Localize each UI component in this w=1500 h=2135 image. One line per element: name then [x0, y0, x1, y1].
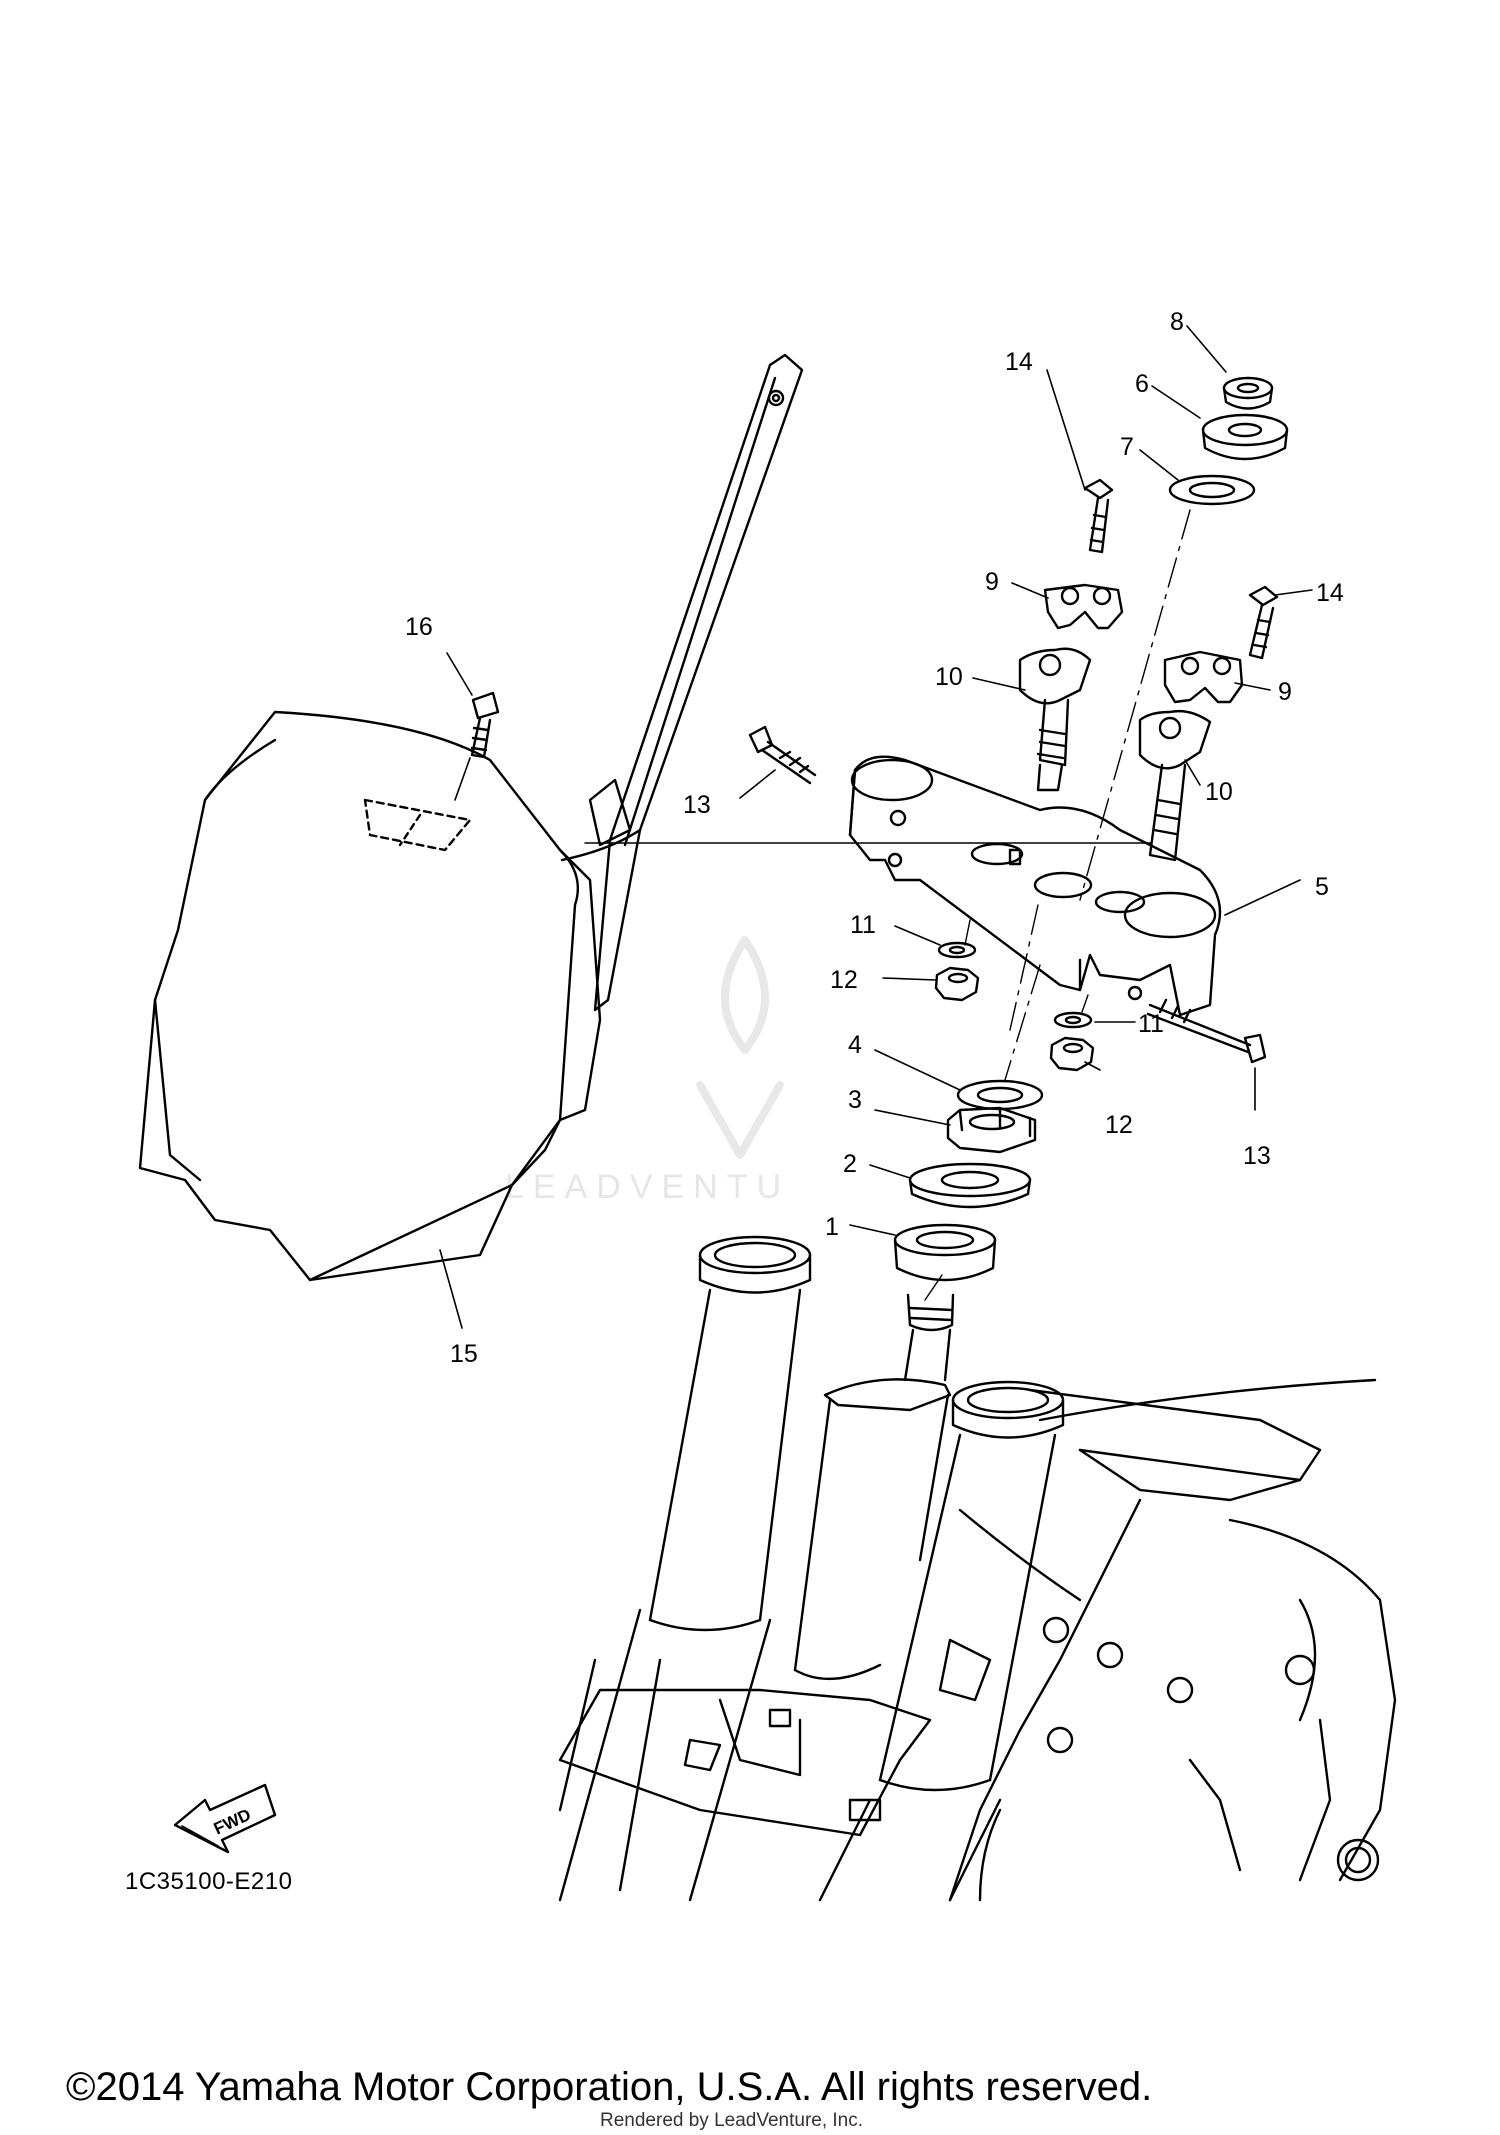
callout-13-right: 13 [1243, 1142, 1271, 1170]
callout-2: 2 [843, 1150, 857, 1178]
callout-5: 5 [1315, 873, 1329, 901]
callout-10-right: 10 [1205, 778, 1233, 806]
fork-tube-left [558, 1235, 812, 1902]
callout-16: 16 [405, 613, 433, 641]
callout-12-right: 12 [1105, 1111, 1133, 1139]
callout-14-left: 14 [1005, 348, 1033, 376]
watermark-logo [696, 936, 784, 1159]
nut-8 [1222, 376, 1274, 410]
callout-3: 3 [848, 1086, 862, 1114]
leader-lines [439, 325, 1313, 1329]
ring-nut-3 [946, 1106, 1037, 1154]
callout-15: 15 [450, 1340, 478, 1368]
washer-4 [956, 1079, 1044, 1111]
callout-9-left: 9 [985, 568, 999, 596]
copyright-text: ©2014 Yamaha Motor Corporation, U.S.A. A… [66, 2065, 1153, 2109]
callout-8: 8 [1170, 308, 1184, 336]
callout-6: 6 [1135, 370, 1149, 398]
number-plate-15 [138, 710, 602, 1282]
nut-12-left [934, 966, 980, 1002]
washer-11-left [937, 941, 977, 959]
callout-1: 1 [825, 1213, 839, 1241]
diagram-code: 1C35100-E210 [125, 1868, 293, 1895]
steering-stem [793, 1293, 955, 1680]
washer-7 [1168, 474, 1256, 506]
bolt-16 [470, 691, 500, 759]
bolt-14-left [1083, 478, 1114, 554]
callout-11-left: 11 [850, 911, 876, 939]
callout-11-right: 11 [1138, 1010, 1164, 1038]
plate-strap [560, 353, 804, 1012]
callout-13-left: 13 [683, 791, 711, 819]
callout-14-right: 14 [1316, 579, 1344, 607]
callout-10-left: 10 [935, 663, 963, 691]
washer-11-right [1053, 1011, 1093, 1029]
handlebar-holder-10-right [1138, 709, 1212, 862]
callout-12-left: 12 [830, 966, 858, 994]
callout-7: 7 [1120, 433, 1134, 461]
bolt-13-right [1146, 998, 1267, 1064]
upper-holder-9-right [1163, 650, 1244, 704]
handlebar-holder-10-left [1018, 647, 1092, 792]
bolt-13-left [748, 725, 817, 785]
watermark-text: LEADVENTU [505, 1168, 791, 1206]
callout-9-right: 9 [1278, 678, 1292, 706]
fwd-arrow-icon [173, 1783, 277, 1854]
rendered-by-text: Rendered by LeadVenture, Inc. [600, 2110, 864, 2131]
bearing-cover-2 [908, 1162, 1032, 1209]
fork-tube-right [818, 1380, 1065, 1902]
upper-holder-9-left [1043, 583, 1124, 630]
nut-12-right [1049, 1036, 1095, 1072]
upper-triple-clamp-5 [848, 755, 1222, 1017]
fwd-label: FWD [211, 1805, 254, 1839]
lower-triple-clamp [558, 1688, 932, 1837]
bolt-14-right [1248, 585, 1279, 660]
washer-6 [1201, 413, 1289, 461]
callout-4: 4 [848, 1031, 862, 1059]
frame-outline [938, 1378, 1397, 1902]
callout-labels: 8 6 7 14 14 9 9 10 10 13 5 11 12 11 12 1… [211, 308, 1344, 1838]
bearing-1 [893, 1223, 997, 1282]
